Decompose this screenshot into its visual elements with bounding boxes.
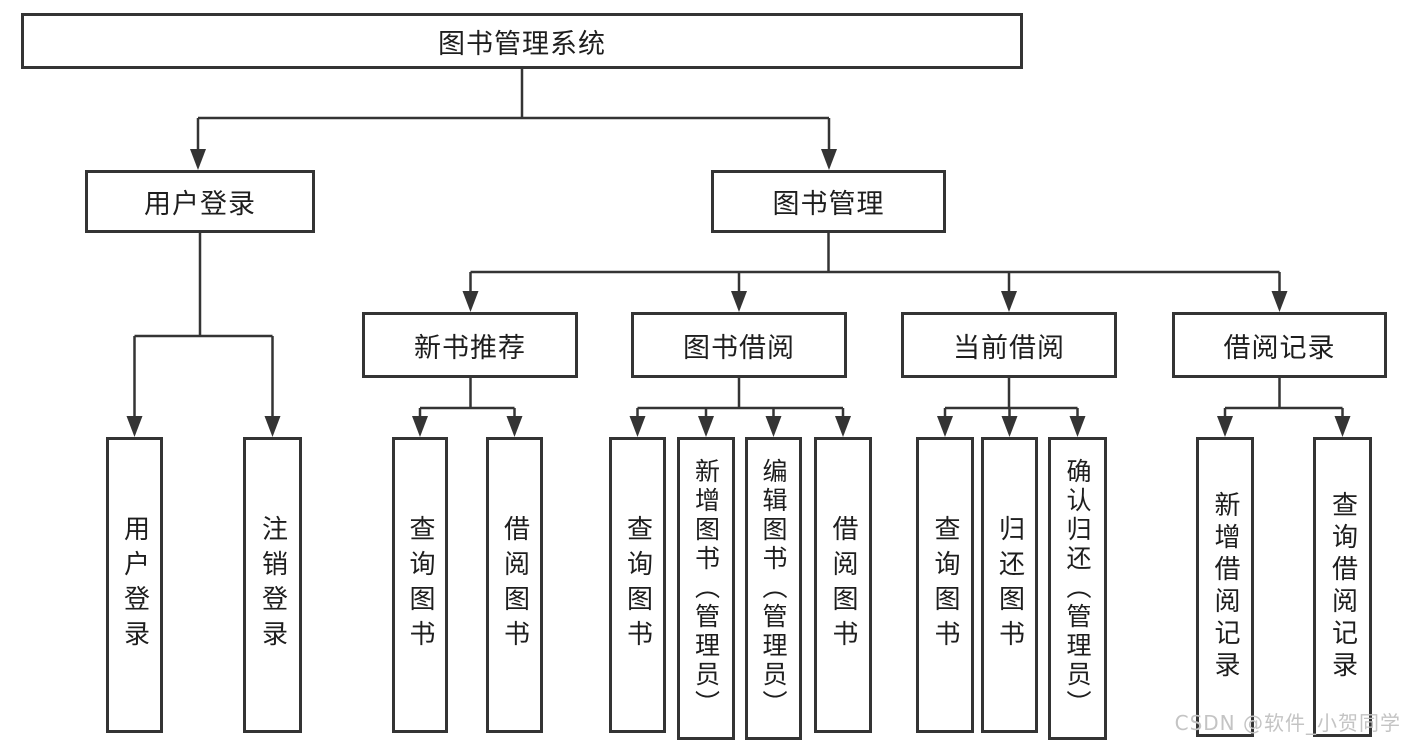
leaf-edit-book-admin-label: 编辑图书（管理员） (759, 458, 788, 719)
node-user-login: 用户登录 (85, 170, 315, 233)
leaf-borrow-books-borrow-label: 借阅图书 (828, 515, 858, 655)
leaf-query-books-borrow: 查询图书 (609, 437, 666, 733)
node-root-label: 图书管理系统 (438, 28, 606, 60)
leaf-return-books: 归还图书 (981, 437, 1038, 733)
leaf-return-books-label: 归还图书 (994, 515, 1025, 655)
node-book-mgmt-label: 图书管理 (772, 189, 885, 220)
leaf-user-login: 用户登录 (106, 437, 163, 733)
leaf-user-login-label: 用户登录 (119, 515, 150, 655)
node-book-mgmt: 图书管理 (711, 170, 946, 233)
leaf-query-books-recommend-label: 查询图书 (405, 515, 435, 655)
leaf-query-borrow-record-label: 查询借阅记录 (1327, 491, 1358, 683)
leaf-borrow-books-recommend-label: 借阅图书 (499, 515, 530, 655)
node-borrow-records-label: 借阅记录 (1223, 332, 1336, 364)
csdn-watermark: CSDN @软件_小贺同学 (1174, 711, 1401, 735)
node-book-borrow-label: 图书借阅 (683, 332, 795, 364)
leaf-confirm-return-admin-label: 确认归还（管理员） (1063, 458, 1092, 719)
node-root: 图书管理系统 (21, 13, 1023, 69)
leaf-add-borrow-record: 新增借阅记录 (1196, 437, 1254, 737)
leaf-edit-book-admin: 编辑图书（管理员） (745, 437, 802, 740)
leaf-query-books-borrow-label: 查询图书 (622, 515, 653, 655)
leaf-borrow-books-recommend: 借阅图书 (486, 437, 543, 733)
leaf-query-books-current: 查询图书 (916, 437, 974, 733)
node-new-book-recommend: 新书推荐 (362, 312, 578, 378)
node-new-book-recommend-label: 新书推荐 (414, 332, 526, 364)
leaf-logout: 注销登录 (243, 437, 302, 733)
leaf-confirm-return-admin: 确认归还（管理员） (1048, 437, 1107, 740)
leaf-logout-label: 注销登录 (257, 515, 288, 655)
leaf-query-borrow-record: 查询借阅记录 (1313, 437, 1372, 737)
node-current-borrow-label: 当前借阅 (953, 332, 1065, 364)
node-book-borrow: 图书借阅 (631, 312, 847, 378)
leaf-query-books-recommend: 查询图书 (392, 437, 448, 733)
node-user-login-label: 用户登录 (144, 189, 256, 220)
leaf-add-borrow-record-label: 新增借阅记录 (1210, 491, 1240, 683)
node-current-borrow: 当前借阅 (901, 312, 1117, 378)
leaf-add-book-admin: 新增图书（管理员） (677, 437, 735, 740)
leaf-query-books-current-label: 查询图书 (930, 515, 960, 655)
leaf-add-book-admin-label: 新增图书（管理员） (691, 458, 721, 719)
leaf-borrow-books-borrow: 借阅图书 (814, 437, 872, 733)
node-borrow-records: 借阅记录 (1172, 312, 1387, 378)
